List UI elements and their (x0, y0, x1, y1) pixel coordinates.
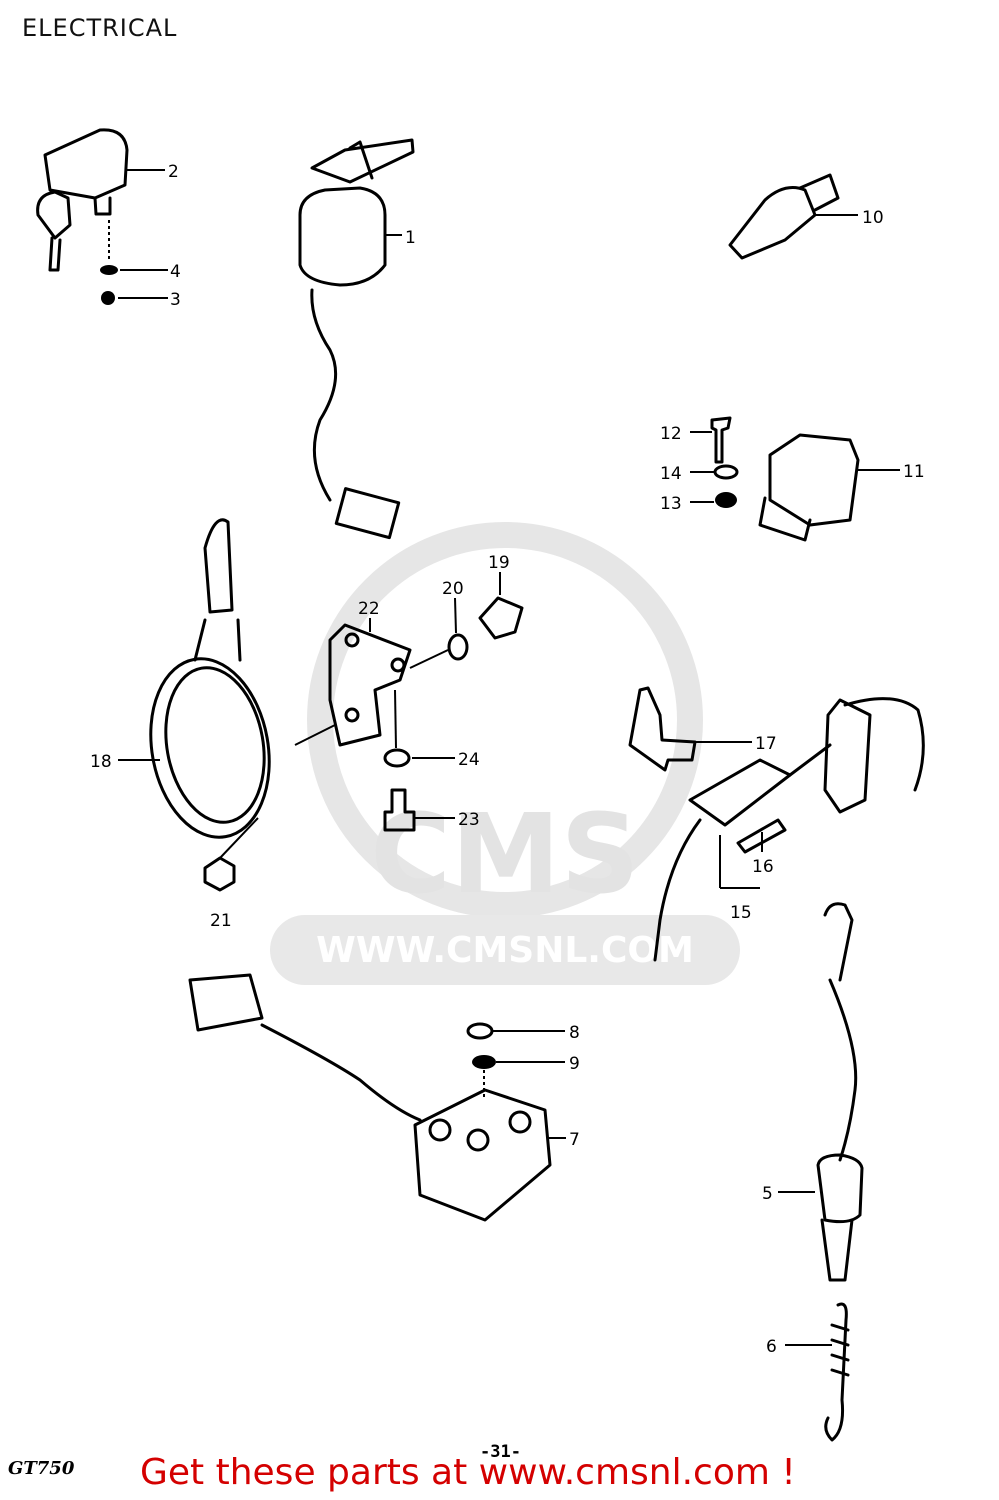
model-label: GT750 (8, 1458, 75, 1479)
callout-labels: 1 2 3 4 5 6 7 8 9 10 11 12 13 14 15 16 1… (90, 162, 925, 1357)
part-14-washer[interactable] (690, 464, 739, 480)
callout-10: 10 (862, 208, 884, 228)
callout-5: 5 (762, 1184, 773, 1204)
callout-8: 8 (569, 1023, 580, 1043)
part-6-spring[interactable] (785, 1302, 850, 1442)
callout-9: 9 (569, 1054, 580, 1074)
callout-14: 14 (660, 464, 682, 484)
callout-7: 7 (569, 1130, 580, 1150)
part-7-regulator[interactable] (188, 973, 566, 1222)
part-17-bracket[interactable] (628, 686, 752, 772)
watermark-logo-text: CMS (370, 790, 639, 918)
callout-18: 18 (90, 752, 112, 772)
part-8-nut[interactable] (466, 1022, 565, 1040)
part-22-bracket[interactable] (328, 618, 412, 747)
page-title: ELECTRICAL (22, 14, 178, 42)
part-1-ignition-switch[interactable] (298, 138, 415, 540)
callout-19: 19 (488, 553, 510, 573)
page-number: -31- (480, 1442, 521, 1462)
callout-12: 12 (660, 424, 682, 444)
part-24-washer[interactable] (383, 689, 455, 768)
callout-6: 6 (766, 1337, 777, 1357)
part-13-nut[interactable] (690, 492, 737, 508)
callout-16: 16 (752, 857, 774, 877)
part-9-washer[interactable] (472, 1055, 565, 1100)
callout-3: 3 (170, 290, 181, 310)
callout-4: 4 (170, 262, 181, 282)
callout-11: 11 (903, 462, 925, 482)
watermark-url-text: WWW.CMSNL.COM (316, 930, 694, 971)
part-18-horn[interactable] (118, 518, 336, 847)
callout-24: 24 (458, 750, 480, 770)
callout-17: 17 (755, 734, 777, 754)
watermark-ring (307, 522, 703, 918)
watermark-banner (270, 915, 740, 985)
part-19-bolt[interactable] (478, 572, 524, 640)
part-10-switch[interactable] (728, 173, 858, 260)
callout-15: 15 (730, 903, 752, 923)
part-2-lock[interactable] (36, 128, 165, 272)
part-4-washer[interactable] (100, 220, 168, 275)
callout-1: 1 (405, 228, 416, 248)
callout-22: 22 (358, 599, 380, 619)
part-20-washer[interactable] (409, 597, 469, 669)
part-23-bolt[interactable] (383, 788, 455, 832)
part-5-stop-switch[interactable] (778, 902, 864, 1282)
callout-21: 21 (210, 911, 232, 931)
callout-20: 20 (442, 579, 464, 599)
part-3-screw[interactable] (101, 291, 168, 305)
get-parts-link[interactable]: Get these parts at www.cmsnl.com ! (140, 1452, 796, 1493)
part-15-fuse-holder[interactable] (653, 697, 925, 962)
callout-13: 13 (660, 494, 682, 514)
callout-2: 2 (168, 162, 179, 182)
part-16-fuse[interactable] (736, 818, 787, 854)
callout-23: 23 (458, 810, 480, 830)
part-12-bolt[interactable] (690, 416, 732, 464)
part-11-relay[interactable] (758, 433, 900, 542)
part-21-nut[interactable] (203, 817, 259, 892)
